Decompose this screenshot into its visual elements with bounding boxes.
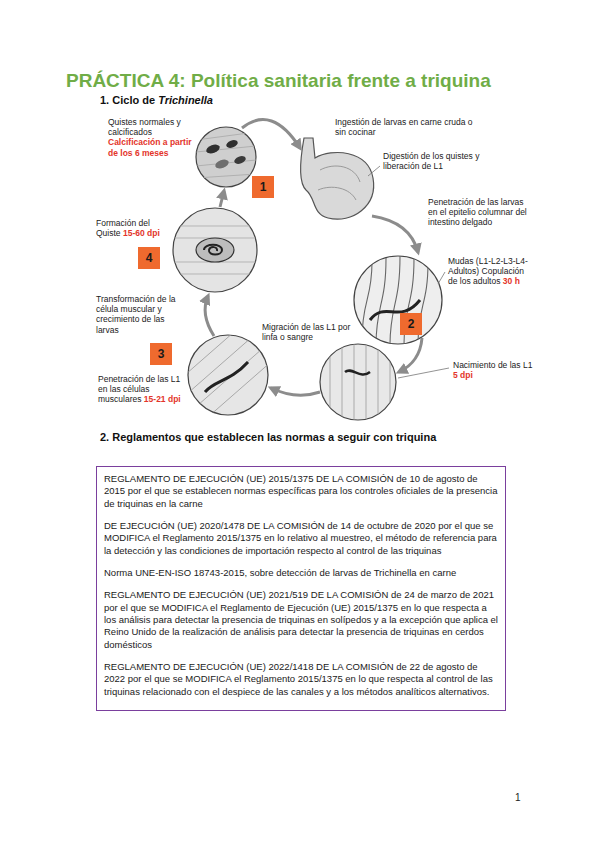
regulation-text: REGLAMENTO DE EJECUCIÓN (UE) 2015/1375 D… xyxy=(104,473,498,510)
time-note: 5 dpi xyxy=(453,370,543,380)
stage-note-group: Quistes normales y calcificadosCalcifica… xyxy=(108,117,194,158)
time-note: 30 h xyxy=(503,276,520,286)
stage-note-group: Nacimiento de las L15 dpi xyxy=(453,360,543,380)
stage-number: 3 xyxy=(150,343,172,365)
stage-number: 2 xyxy=(400,313,422,335)
page-number: 1 xyxy=(515,792,521,803)
cyst-micrograph xyxy=(196,127,256,187)
section-heading-group: 2.Reglamentos que establecen las normas … xyxy=(100,431,540,444)
regulation-text: DE EJECUCIÓN (UE) 2020/1478 DE LA COMISI… xyxy=(104,520,498,557)
stage-note: Digestión de los quistes y liberación de… xyxy=(383,151,479,171)
stage-note-group: Ingestión de larvas en carne cruda o sin… xyxy=(335,117,485,137)
cyst-micrograph xyxy=(170,208,260,292)
section-heading: Ciclo de xyxy=(112,94,155,106)
section-heading: 2. xyxy=(100,431,109,443)
stage-note: Quistes normales y calcificados xyxy=(108,117,194,137)
section-heading: 1. xyxy=(100,94,109,106)
regulation-text: REGLAMENTO DE EJECUCIÓN (UE) 2022/1418 D… xyxy=(104,661,498,698)
callout-number: 1 xyxy=(260,180,267,194)
callout-number: 2 xyxy=(408,317,415,331)
stage-note: Penetración de las larvas en el epitelio… xyxy=(428,197,527,227)
stage-note: Transformación de la célula muscular y c… xyxy=(96,294,176,335)
regulation-box: REGLAMENTO DE EJECUCIÓN (UE) 2015/1375 D… xyxy=(96,466,506,711)
stage-note-group: Penetración de las larvas en el epitelio… xyxy=(428,197,528,228)
intestine-micrograph xyxy=(354,256,442,345)
time-note: Calcificación a partir de los 6 meses xyxy=(108,137,194,157)
stage-note-group: Transformación de la célula muscular y c… xyxy=(96,294,188,335)
regulation-text: REGLAMENTO DE EJECUCIÓN (UE) 2021/519 DE… xyxy=(104,589,498,651)
section-heading: Trichinella xyxy=(158,94,213,106)
time-note: 15-21 dpi xyxy=(144,394,181,404)
stage-note-group: Migración de las L1 por linfa o sangre xyxy=(262,322,357,342)
stage-note-group: Mudas (L1-L2-L3-L4-Adultos) Copulación d… xyxy=(448,256,534,287)
callout-number: 3 xyxy=(158,347,165,361)
stage-note: Nacimiento de las L1 xyxy=(453,360,543,370)
stage-note: Migración de las L1 por linfa o sangre xyxy=(262,322,350,342)
stomach-drawing xyxy=(301,138,374,219)
section-heading-group: 1.Ciclo deTrichinella xyxy=(100,94,420,107)
stage-note: Ingestión de larvas en carne cruda o sin… xyxy=(335,117,473,137)
section-heading: Reglamentos que establecen las normas a … xyxy=(112,431,436,443)
stage-number: 4 xyxy=(138,247,160,269)
page-title: PRÁCTICA 4: Política sanitaria frente a … xyxy=(66,70,491,92)
stage-note-group: Penetración de las L1 en las células mus… xyxy=(98,374,184,405)
stage-note-group: Digestión de los quistes y liberación de… xyxy=(383,151,511,171)
callout-number: 4 xyxy=(146,251,153,265)
time-note: 15-60 dpi xyxy=(123,228,160,238)
stage-number: 1 xyxy=(252,176,274,198)
muscle-micrograph xyxy=(320,340,396,425)
stage-note-group: Formación del Quiste15-60 dpi xyxy=(96,218,170,238)
page-number-group: 1 xyxy=(515,792,545,804)
regulation-text: Norma UNE-EN-ISO 18743-2015, sobre detec… xyxy=(104,567,498,579)
